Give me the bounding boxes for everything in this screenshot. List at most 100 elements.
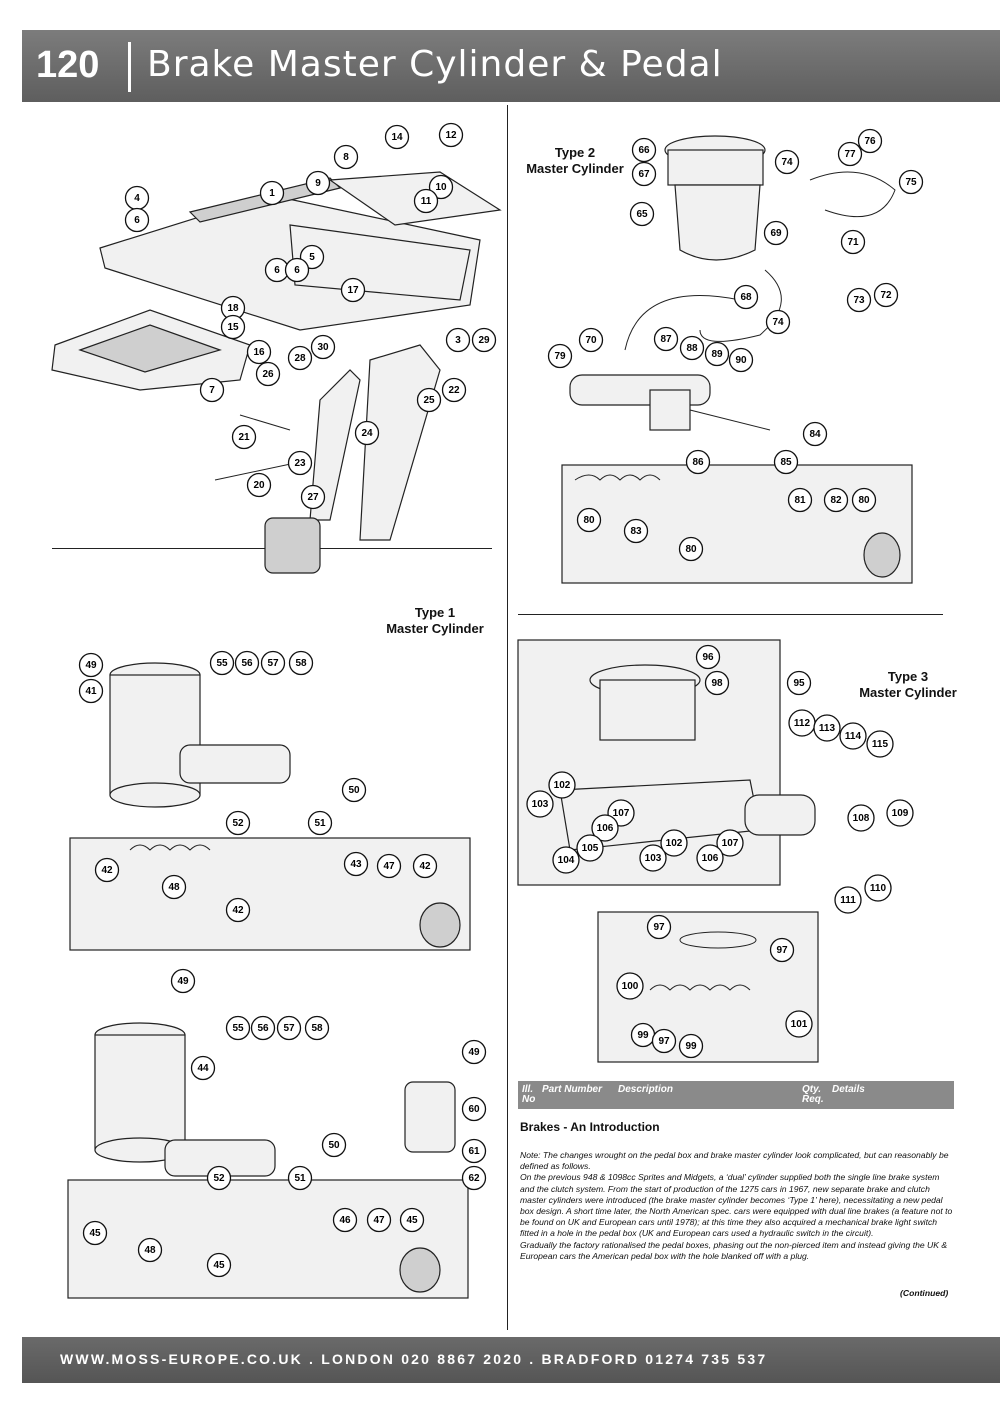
callout-number: 105	[582, 843, 599, 854]
callout-number: 85	[780, 457, 792, 468]
part-callout-62: 62	[461, 1165, 487, 1191]
part-callout-81: 81	[787, 487, 813, 513]
intro-heading: Brakes - An Introduction	[520, 1120, 660, 1134]
callout-number: 82	[830, 495, 842, 506]
callout-number: 74	[772, 317, 784, 328]
part-callout-15: 15	[220, 314, 246, 340]
callout-number: 69	[770, 228, 782, 239]
callout-number: 47	[373, 1215, 385, 1226]
callout-number: 81	[794, 495, 806, 506]
callout-number: 55	[232, 1023, 244, 1034]
callout-number: 103	[645, 853, 662, 864]
callout-number: 56	[241, 658, 253, 669]
callout-number: 7	[209, 385, 215, 396]
callout-number: 47	[383, 861, 395, 872]
page-number: 120	[36, 44, 100, 86]
callout-number: 57	[267, 658, 279, 669]
callout-number: 68	[740, 292, 752, 303]
callout-number: 48	[144, 1245, 156, 1256]
callout-number: 30	[317, 342, 329, 353]
part-callout-50: 50	[341, 777, 367, 803]
callout-number: 44	[197, 1063, 209, 1074]
part-callout-58: 58	[288, 650, 314, 676]
part-callout-56: 56	[234, 650, 260, 676]
part-callout-97: 97	[769, 937, 795, 963]
callout-number: 26	[262, 369, 274, 380]
callout-number: 72	[880, 290, 892, 301]
callout-number: 55	[216, 658, 228, 669]
part-callout-7: 7	[199, 377, 225, 403]
type1-drawing	[69, 662, 471, 951]
footer-contact: WWW.MOSS-EUROPE.CO.UK . LONDON 020 8867 …	[60, 1351, 768, 1367]
callout-number: 14	[391, 132, 403, 143]
callout-number: 113	[819, 723, 836, 734]
header-divider	[128, 42, 131, 92]
callout-number: 45	[213, 1260, 225, 1271]
part-callout-82: 82	[823, 487, 849, 513]
part-callout-9: 9	[305, 170, 331, 196]
part-callout-49: 49	[78, 652, 104, 678]
part-callout-102: 102	[548, 771, 576, 799]
callout-number: 56	[257, 1023, 269, 1034]
callout-number: 106	[597, 823, 614, 834]
callout-number: 80	[858, 495, 870, 506]
callout-number: 42	[101, 865, 113, 876]
part-callout-48: 48	[137, 1237, 163, 1263]
callout-number: 27	[307, 492, 319, 503]
callout-number: 101	[791, 1019, 808, 1030]
callout-number: 90	[735, 355, 747, 366]
part-callout-56: 56	[250, 1015, 276, 1041]
page-title: Brake Master Cylinder & Pedal	[147, 44, 723, 85]
callout-number: 111	[840, 895, 856, 906]
callout-number: 1	[269, 188, 275, 199]
part-callout-105: 105	[576, 834, 604, 862]
callout-number: 6	[274, 265, 280, 276]
callout-number: 57	[283, 1023, 295, 1034]
part-callout-89: 89	[704, 341, 730, 367]
callout-number: 62	[468, 1173, 480, 1184]
part-callout-26: 26	[255, 361, 281, 387]
callout-number: 99	[637, 1030, 649, 1041]
continued-note: (Continued)	[900, 1288, 949, 1298]
part-callout-30: 30	[310, 334, 336, 360]
part-callout-52: 52	[206, 1165, 232, 1191]
part-callout-67: 67	[631, 161, 657, 187]
pedal-box-drawing	[51, 171, 502, 574]
callout-number: 70	[585, 335, 597, 346]
part-callout-66: 66	[631, 137, 657, 163]
col-description: Description	[618, 1084, 674, 1095]
part-callout-99: 99	[630, 1022, 656, 1048]
part-callout-41: 41	[78, 678, 104, 704]
part-callout-43: 43	[343, 851, 369, 877]
part-callout-8: 8	[333, 144, 359, 170]
part-callout-73: 73	[846, 287, 872, 313]
part-callout-14: 14	[384, 124, 410, 150]
callout-number: 66	[638, 145, 650, 156]
callout-number: 84	[809, 429, 821, 440]
part-callout-86: 86	[685, 449, 711, 475]
callout-number: 51	[294, 1173, 306, 1184]
callout-number: 88	[686, 343, 698, 354]
callout-number: 5	[309, 252, 315, 263]
intro-paragraph: Note: The changes wrought on the pedal b…	[520, 1150, 949, 1172]
part-callout-87: 87	[653, 326, 679, 352]
part-callout-115: 115	[866, 730, 894, 758]
part-callout-108: 108	[847, 804, 875, 832]
callout-number: 67	[638, 169, 650, 180]
column-divider	[507, 105, 508, 1330]
part-callout-103: 103	[639, 844, 667, 872]
callout-number: 4	[134, 193, 140, 204]
part-callout-42: 42	[225, 897, 251, 923]
part-callout-58: 58	[304, 1015, 330, 1041]
callout-number: 24	[361, 428, 373, 439]
part-callout-104: 104	[552, 846, 580, 874]
part-callout-99: 99	[678, 1033, 704, 1059]
callout-number: 89	[711, 349, 723, 360]
callout-number: 51	[314, 818, 326, 829]
part-callout-28: 28	[287, 345, 313, 371]
part-callout-27: 27	[300, 484, 326, 510]
callout-number: 79	[554, 351, 566, 362]
callout-number: 80	[685, 544, 697, 555]
